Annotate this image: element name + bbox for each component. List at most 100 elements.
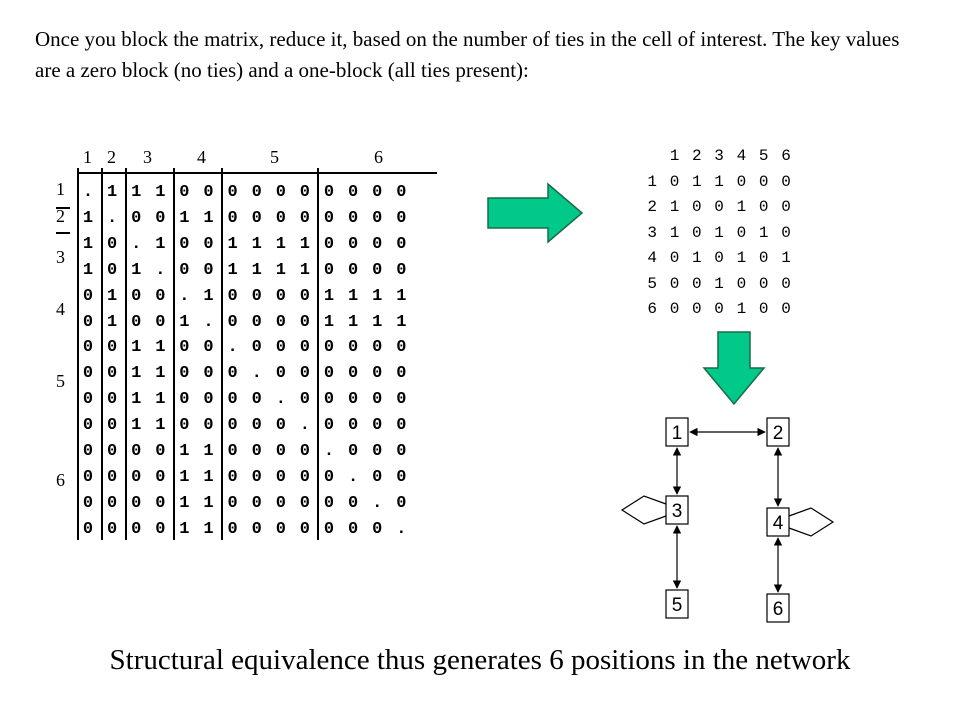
- reduced-col-label: 3: [714, 147, 724, 165]
- matrix-cell: 0: [347, 390, 359, 410]
- matrix-cell: .: [372, 493, 383, 513]
- matrix-cell: 0: [155, 467, 166, 487]
- matrix-block-divider: [77, 168, 79, 540]
- graph-self-loops: [620, 495, 835, 537]
- matrix-cell: 0: [106, 467, 118, 487]
- reduced-cell: 0: [736, 223, 747, 242]
- reduced-cell: 1: [714, 172, 724, 191]
- matrix-cell: 0: [396, 390, 407, 410]
- matrix-cell: 1: [227, 234, 238, 254]
- matrix-cell: 0: [203, 364, 214, 384]
- matrix-cell: 0: [251, 416, 262, 436]
- reduced-col-label: 2: [691, 147, 702, 165]
- matrix-row-block-label: 1: [56, 179, 65, 199]
- matrix-cell: 1: [155, 234, 166, 254]
- reduced-cell: 0: [669, 274, 680, 293]
- intro-text: Once you block the matrix, reduce it, ba…: [35, 27, 900, 82]
- matrix-cell: 1: [203, 493, 214, 513]
- matrix-col-block-label: 2: [107, 147, 116, 167]
- matrix-cell: 0: [299, 493, 310, 513]
- down-arrow-icon: [702, 331, 766, 406]
- matrix-block-divider: [101, 168, 103, 540]
- matrix-cell: 0: [227, 442, 238, 461]
- matrix-cell: 0: [82, 442, 94, 461]
- reduced-cell: 0: [781, 198, 791, 216]
- matrix-cell: 0: [251, 519, 262, 539]
- matrix-cell: 1: [347, 286, 359, 306]
- matrix-cell: 0: [323, 390, 335, 410]
- right-arrow-icon: [487, 182, 584, 244]
- matrix-cell: .: [131, 234, 142, 254]
- reduced-cell: 0: [714, 249, 724, 267]
- matrix-cell: 0: [275, 208, 286, 228]
- matrix-cell: 0: [82, 416, 94, 436]
- matrix-cell: 1: [323, 286, 335, 306]
- matrix-cell: 0: [179, 416, 190, 436]
- matrix-cell: 0: [299, 183, 310, 202]
- matrix-cell: 0: [155, 519, 166, 539]
- graph-node-label: 3: [672, 501, 683, 522]
- matrix-cell: 0: [347, 442, 359, 461]
- matrix-cell: 1: [131, 390, 142, 410]
- matrix-cell: 0: [106, 260, 118, 280]
- matrix-cell: 1: [227, 260, 238, 280]
- matrix-cell: 0: [203, 416, 214, 436]
- graph-node-label: 4: [773, 513, 784, 534]
- matrix-cell: 0: [203, 183, 214, 202]
- reduced-row-label: 1: [647, 172, 657, 191]
- matrix-cell: 0: [299, 286, 310, 306]
- matrix-cell: 0: [396, 442, 407, 461]
- matrix-cell: 0: [155, 286, 166, 306]
- matrix-cell: 1: [372, 312, 383, 332]
- matrix-cell: 0: [372, 467, 383, 487]
- graph-node: 3: [665, 495, 689, 525]
- matrix-cell: 0: [106, 519, 118, 539]
- matrix-cell: 1: [251, 234, 262, 254]
- matrix-cell: 0: [396, 338, 407, 358]
- matrix-cell: 0: [227, 364, 238, 384]
- reduced-cell: 0: [781, 300, 791, 318]
- reduced-cell: 0: [714, 198, 724, 216]
- matrix-cell: 0: [227, 390, 238, 410]
- reduced-col-label: 6: [781, 147, 791, 165]
- matrix-cell: 0: [396, 234, 407, 254]
- matrix-cell: 0: [396, 416, 407, 436]
- matrix-cell: 0: [347, 493, 359, 513]
- matrix-cell: 1: [179, 208, 190, 228]
- matrix-cell: 0: [275, 416, 286, 436]
- matrix-cell: 0: [131, 286, 142, 306]
- matrix-cell: 0: [299, 312, 310, 332]
- matrix-cell: 1: [179, 312, 190, 332]
- matrix-cell: 0: [251, 390, 262, 410]
- matrix-cell: 0: [275, 338, 286, 358]
- matrix-cell: 1: [179, 442, 190, 461]
- matrix-row-block-label: 6: [56, 470, 65, 490]
- graph-node-label: 2: [773, 423, 784, 444]
- matrix-cell: 0: [227, 519, 238, 539]
- matrix-row-block-label: 4: [56, 299, 65, 319]
- reduced-cell: 1: [669, 223, 680, 242]
- matrix-cell: 0: [179, 260, 190, 280]
- matrix-cell: 1: [155, 416, 166, 436]
- matrix-cell: 0: [299, 519, 310, 539]
- reduced-cell: 0: [736, 172, 747, 191]
- matrix-cell: 0: [131, 208, 142, 228]
- matrix-cell: 0: [82, 390, 94, 410]
- matrix-cell: 0: [251, 467, 262, 487]
- matrix-cell: 1: [299, 234, 310, 254]
- reduced-cell: 0: [758, 249, 769, 267]
- matrix-cell: 1: [131, 260, 142, 280]
- matrix-cell: 0: [179, 183, 190, 202]
- matrix-cell: 0: [299, 390, 310, 410]
- matrix-cell: 1: [372, 286, 383, 306]
- matrix-cell: 1: [203, 467, 214, 487]
- reduced-cell: 0: [691, 274, 702, 293]
- reduced-cell: 1: [736, 198, 747, 216]
- matrix-cell: 0: [323, 338, 335, 358]
- reduced-cell: 0: [669, 172, 680, 191]
- matrix-cell: 1: [323, 312, 335, 332]
- matrix-cell: 1: [131, 364, 142, 384]
- reduced-row-label: 3: [647, 223, 657, 242]
- matrix-cell: 0: [227, 286, 238, 306]
